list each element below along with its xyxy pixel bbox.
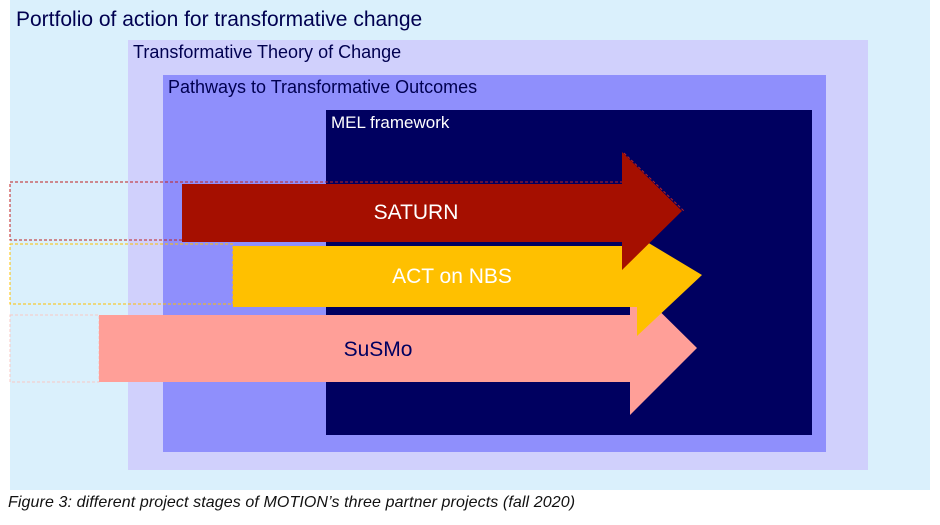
- saturn-label: SATURN: [374, 201, 459, 224]
- act-on-nbs-arrow: [233, 236, 702, 336]
- saturn-dashed-head: [623, 152, 685, 212]
- act-on-nbs-label: ACT on NBS: [392, 265, 512, 288]
- theory-title: Transformative Theory of Change: [133, 42, 401, 62]
- susmo-label: SuSMo: [344, 338, 413, 361]
- saturn-arrow: [182, 152, 682, 270]
- figure-caption: Figure 3: different project stages of MO…: [8, 494, 576, 511]
- portfolio-title: Portfolio of action for transformative c…: [16, 8, 422, 31]
- mel-title: MEL framework: [331, 113, 450, 132]
- susmo-arrow: [99, 282, 697, 415]
- pathways-title: Pathways to Transformative Outcomes: [168, 77, 477, 97]
- saturn-dashed-outline: [9, 181, 622, 241]
